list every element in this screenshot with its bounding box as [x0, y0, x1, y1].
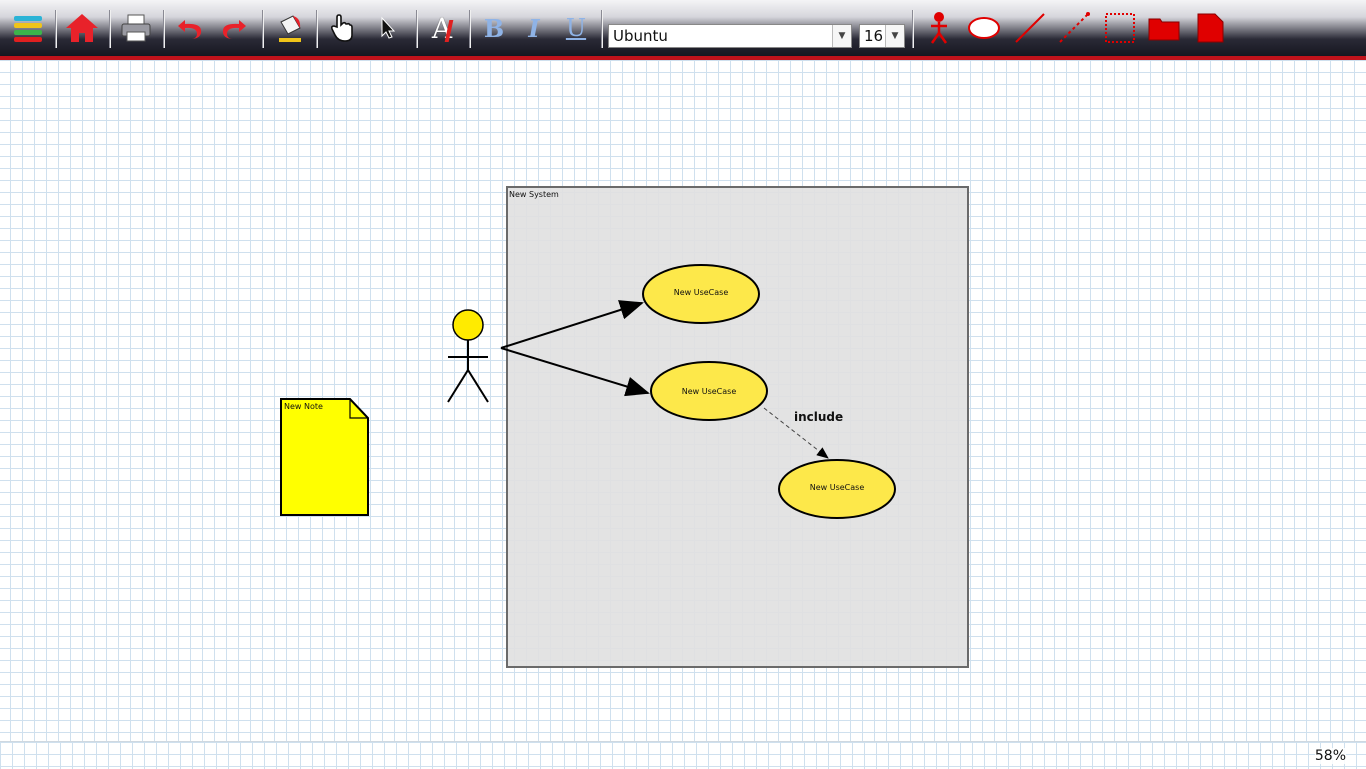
print-icon[interactable] [116, 8, 156, 48]
font-size-value: 16 [864, 27, 884, 45]
home-icon[interactable] [62, 8, 102, 48]
toolbar-separator [912, 10, 913, 48]
toolbar-separator [601, 10, 602, 48]
toolbar-separator [262, 10, 263, 48]
bold-label: B [483, 13, 505, 43]
system-boundary-tool-icon[interactable] [1100, 8, 1140, 48]
note-label: New Note [284, 402, 323, 411]
package-tool-icon[interactable] [1144, 8, 1184, 48]
toolbar-separator [55, 10, 56, 48]
hand-pan-icon[interactable] [322, 8, 362, 48]
usecase-3[interactable]: New UseCase [778, 459, 896, 519]
toolbar-separator [109, 10, 110, 48]
note[interactable]: New Note [280, 398, 369, 516]
italic-label: I [528, 13, 540, 43]
association-line-tool-icon[interactable] [1010, 8, 1050, 48]
actor-tool-icon[interactable] [922, 8, 956, 48]
actor-figure[interactable] [447, 309, 489, 403]
dashed-line-tool-icon[interactable] [1054, 8, 1094, 48]
diagram-canvas[interactable]: New System include New UseCase New UseCa… [0, 60, 1366, 741]
toolbar-separator [469, 10, 470, 48]
paint-bucket-icon[interactable] [270, 8, 310, 48]
association-line-2[interactable] [500, 347, 650, 397]
chevron-down-icon[interactable]: ▼ [832, 25, 851, 47]
usecase-1-label: New UseCase [674, 288, 729, 297]
toolbar: A B I U Ubuntu ▼ 16 ▼ [0, 0, 1366, 60]
underline-label: U [565, 14, 587, 42]
pointer-arrow-icon[interactable] [370, 8, 406, 48]
toolbar-separator [416, 10, 417, 48]
underline-button[interactable]: U [558, 8, 594, 48]
include-label: include [794, 410, 843, 424]
diagram-svg: New System include New UseCase New UseCa… [280, 186, 969, 668]
association-line-1[interactable] [500, 300, 644, 349]
toolbar-separator [316, 10, 317, 48]
font-family-select[interactable]: Ubuntu ▼ [608, 24, 852, 48]
toolbar-separator [163, 10, 164, 48]
font-family-value: Ubuntu [613, 27, 668, 45]
status-bar: 58% [0, 741, 1366, 769]
text-style-icon[interactable]: A [422, 8, 462, 48]
chevron-down-icon[interactable]: ▼ [885, 25, 904, 47]
redo-icon[interactable] [214, 8, 254, 48]
usecase-3-label: New UseCase [810, 483, 865, 492]
system-label: New System [509, 190, 559, 199]
undo-icon[interactable] [170, 8, 210, 48]
zoom-level: 58% [1314, 748, 1346, 764]
usecase-tool-icon[interactable] [964, 8, 1004, 48]
font-size-select[interactable]: 16 ▼ [859, 24, 905, 48]
usecase-2[interactable]: New UseCase [650, 361, 768, 421]
system-boundary[interactable]: New System [506, 186, 969, 668]
bold-button[interactable]: B [476, 8, 512, 48]
menu-icon[interactable] [10, 8, 46, 48]
italic-button[interactable]: I [516, 8, 552, 48]
usecase-2-label: New UseCase [682, 387, 737, 396]
note-tool-icon[interactable] [1190, 8, 1230, 48]
usecase-1[interactable]: New UseCase [642, 264, 760, 324]
